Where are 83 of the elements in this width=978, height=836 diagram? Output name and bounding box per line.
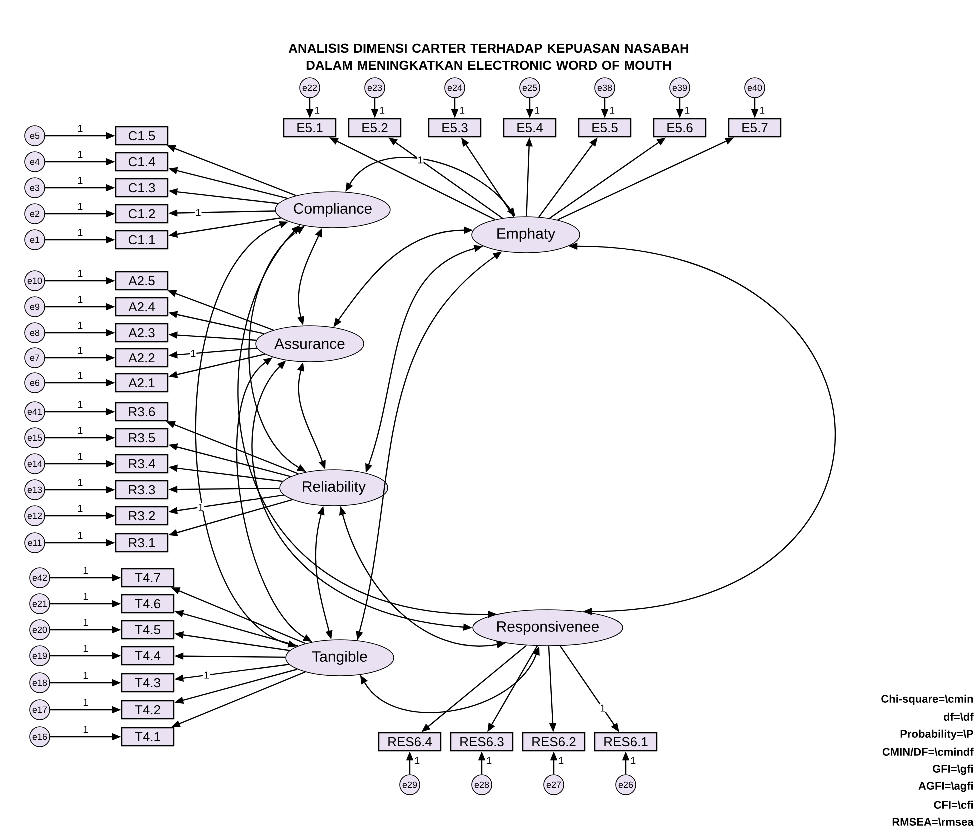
indicator-box: RES6.3: [450, 732, 514, 752]
indicator-box: E5.2: [348, 118, 402, 138]
indicator-box: A2.2: [115, 348, 169, 368]
indicator-box: A2.4: [115, 297, 169, 317]
edge-label: 1: [78, 125, 83, 132]
edge-label: 1: [78, 372, 83, 379]
edge-label: 1: [84, 726, 88, 733]
indicator-box: A2.5: [115, 271, 169, 291]
edge-label: 1: [487, 757, 492, 764]
fit-statistic: AGFI=\agfi: [918, 782, 974, 792]
edge-label: 1: [84, 619, 88, 626]
edge-label: 1: [535, 106, 540, 114]
edge-label: 1: [78, 151, 83, 158]
indicator-box: E5.4: [503, 118, 557, 138]
fit-statistic: CMIN/DF=\cmindf: [882, 748, 974, 756]
edge-label: 1: [203, 671, 210, 680]
indicator-box: RES6.1: [594, 732, 658, 752]
indicator-box: T4.4: [121, 646, 175, 666]
fit-statistic: CFI=\cfi: [934, 800, 974, 810]
indicator-box: R3.1: [115, 533, 169, 553]
indicator-box: T4.6: [121, 594, 175, 614]
edge-label: 1: [685, 106, 690, 114]
indicator-box: RES6.4: [378, 732, 442, 752]
edge-label: 1: [84, 593, 88, 600]
indicator-box: R3.2: [115, 506, 169, 526]
indicator-box: E5.7: [728, 118, 782, 138]
indicator-box: R3.4: [115, 454, 169, 474]
edge-label: 1: [190, 350, 197, 358]
fit-statistic: RMSEA=\rmsea: [892, 818, 974, 826]
edge-label: 1: [78, 532, 83, 539]
edge-label: 1: [415, 757, 420, 764]
edge-label: 1: [600, 704, 606, 712]
edge-label: 1: [78, 229, 83, 236]
indicator-box: E5.3: [428, 118, 482, 138]
title: ANALISIS DIMENSI CARTER TERHADAP KEPUASAN NASABAH DALAM MENINGKATKAN ELECTRONIC WORD OF MOUTH: [288, 44, 688, 70]
indicator-box: T4.1: [121, 727, 175, 747]
indicator-box: T4.7: [121, 568, 175, 588]
indicator-box: A2.1: [115, 373, 169, 393]
edge-label: 1: [760, 106, 765, 114]
fit-statistic: GFI=\gfi: [933, 764, 974, 776]
edge-label: 1: [78, 270, 83, 277]
fit-statistic: Chi-square=\cmin: [882, 694, 974, 706]
edge-label: 1: [78, 453, 83, 460]
edge-label: 1: [78, 177, 83, 184]
indicator-box: RES6.2: [522, 732, 586, 752]
indicator-box: R3.3: [115, 480, 169, 500]
edge-label: 1: [84, 567, 88, 574]
edge-label: 1: [84, 645, 88, 652]
edge-label: 1: [78, 479, 83, 486]
indicator-box: C1.1: [115, 230, 169, 250]
fit-statistic: Probability=\P: [900, 730, 974, 740]
edge-label: 1: [610, 106, 615, 114]
indicator-box: E5.1: [283, 118, 337, 138]
indicator-box: C1.4: [115, 152, 169, 172]
indicator-box: C1.2: [115, 204, 169, 224]
indicator-box: A2.3: [115, 323, 169, 343]
edge-label: 1: [315, 106, 320, 114]
indicator-box: C1.3: [115, 178, 169, 198]
edge-label: 1: [195, 208, 202, 217]
edge-label: 1: [198, 503, 204, 512]
fit-statistic: df=\df: [944, 712, 974, 722]
edge-label: 1: [78, 427, 83, 434]
indicator-box: R3.6: [115, 402, 169, 422]
indicator-box: T4.5: [121, 620, 175, 640]
edge-label: 1: [417, 156, 424, 164]
edge-label: 1: [78, 401, 83, 408]
edge-label: 1: [559, 757, 564, 764]
indicator-box: T4.3: [121, 673, 175, 693]
edge-label: 1: [631, 757, 636, 764]
indicator-box: T4.2: [121, 700, 175, 720]
edge-label: 1: [78, 203, 83, 210]
edge-label: 1: [380, 106, 385, 114]
edge-label: 1: [78, 347, 83, 354]
edge-label: 1: [84, 699, 88, 706]
indicator-box: E5.6: [653, 118, 707, 138]
edge-label: 1: [460, 106, 465, 114]
edge-label: 1: [84, 672, 88, 679]
edge-label: 1: [78, 322, 83, 329]
indicator-box: C1.5: [115, 126, 169, 146]
edge-label: 1: [78, 505, 83, 512]
edge-label: 1: [78, 296, 83, 303]
indicator-box: R3.5: [115, 428, 169, 448]
indicator-box: E5.5: [578, 118, 632, 138]
